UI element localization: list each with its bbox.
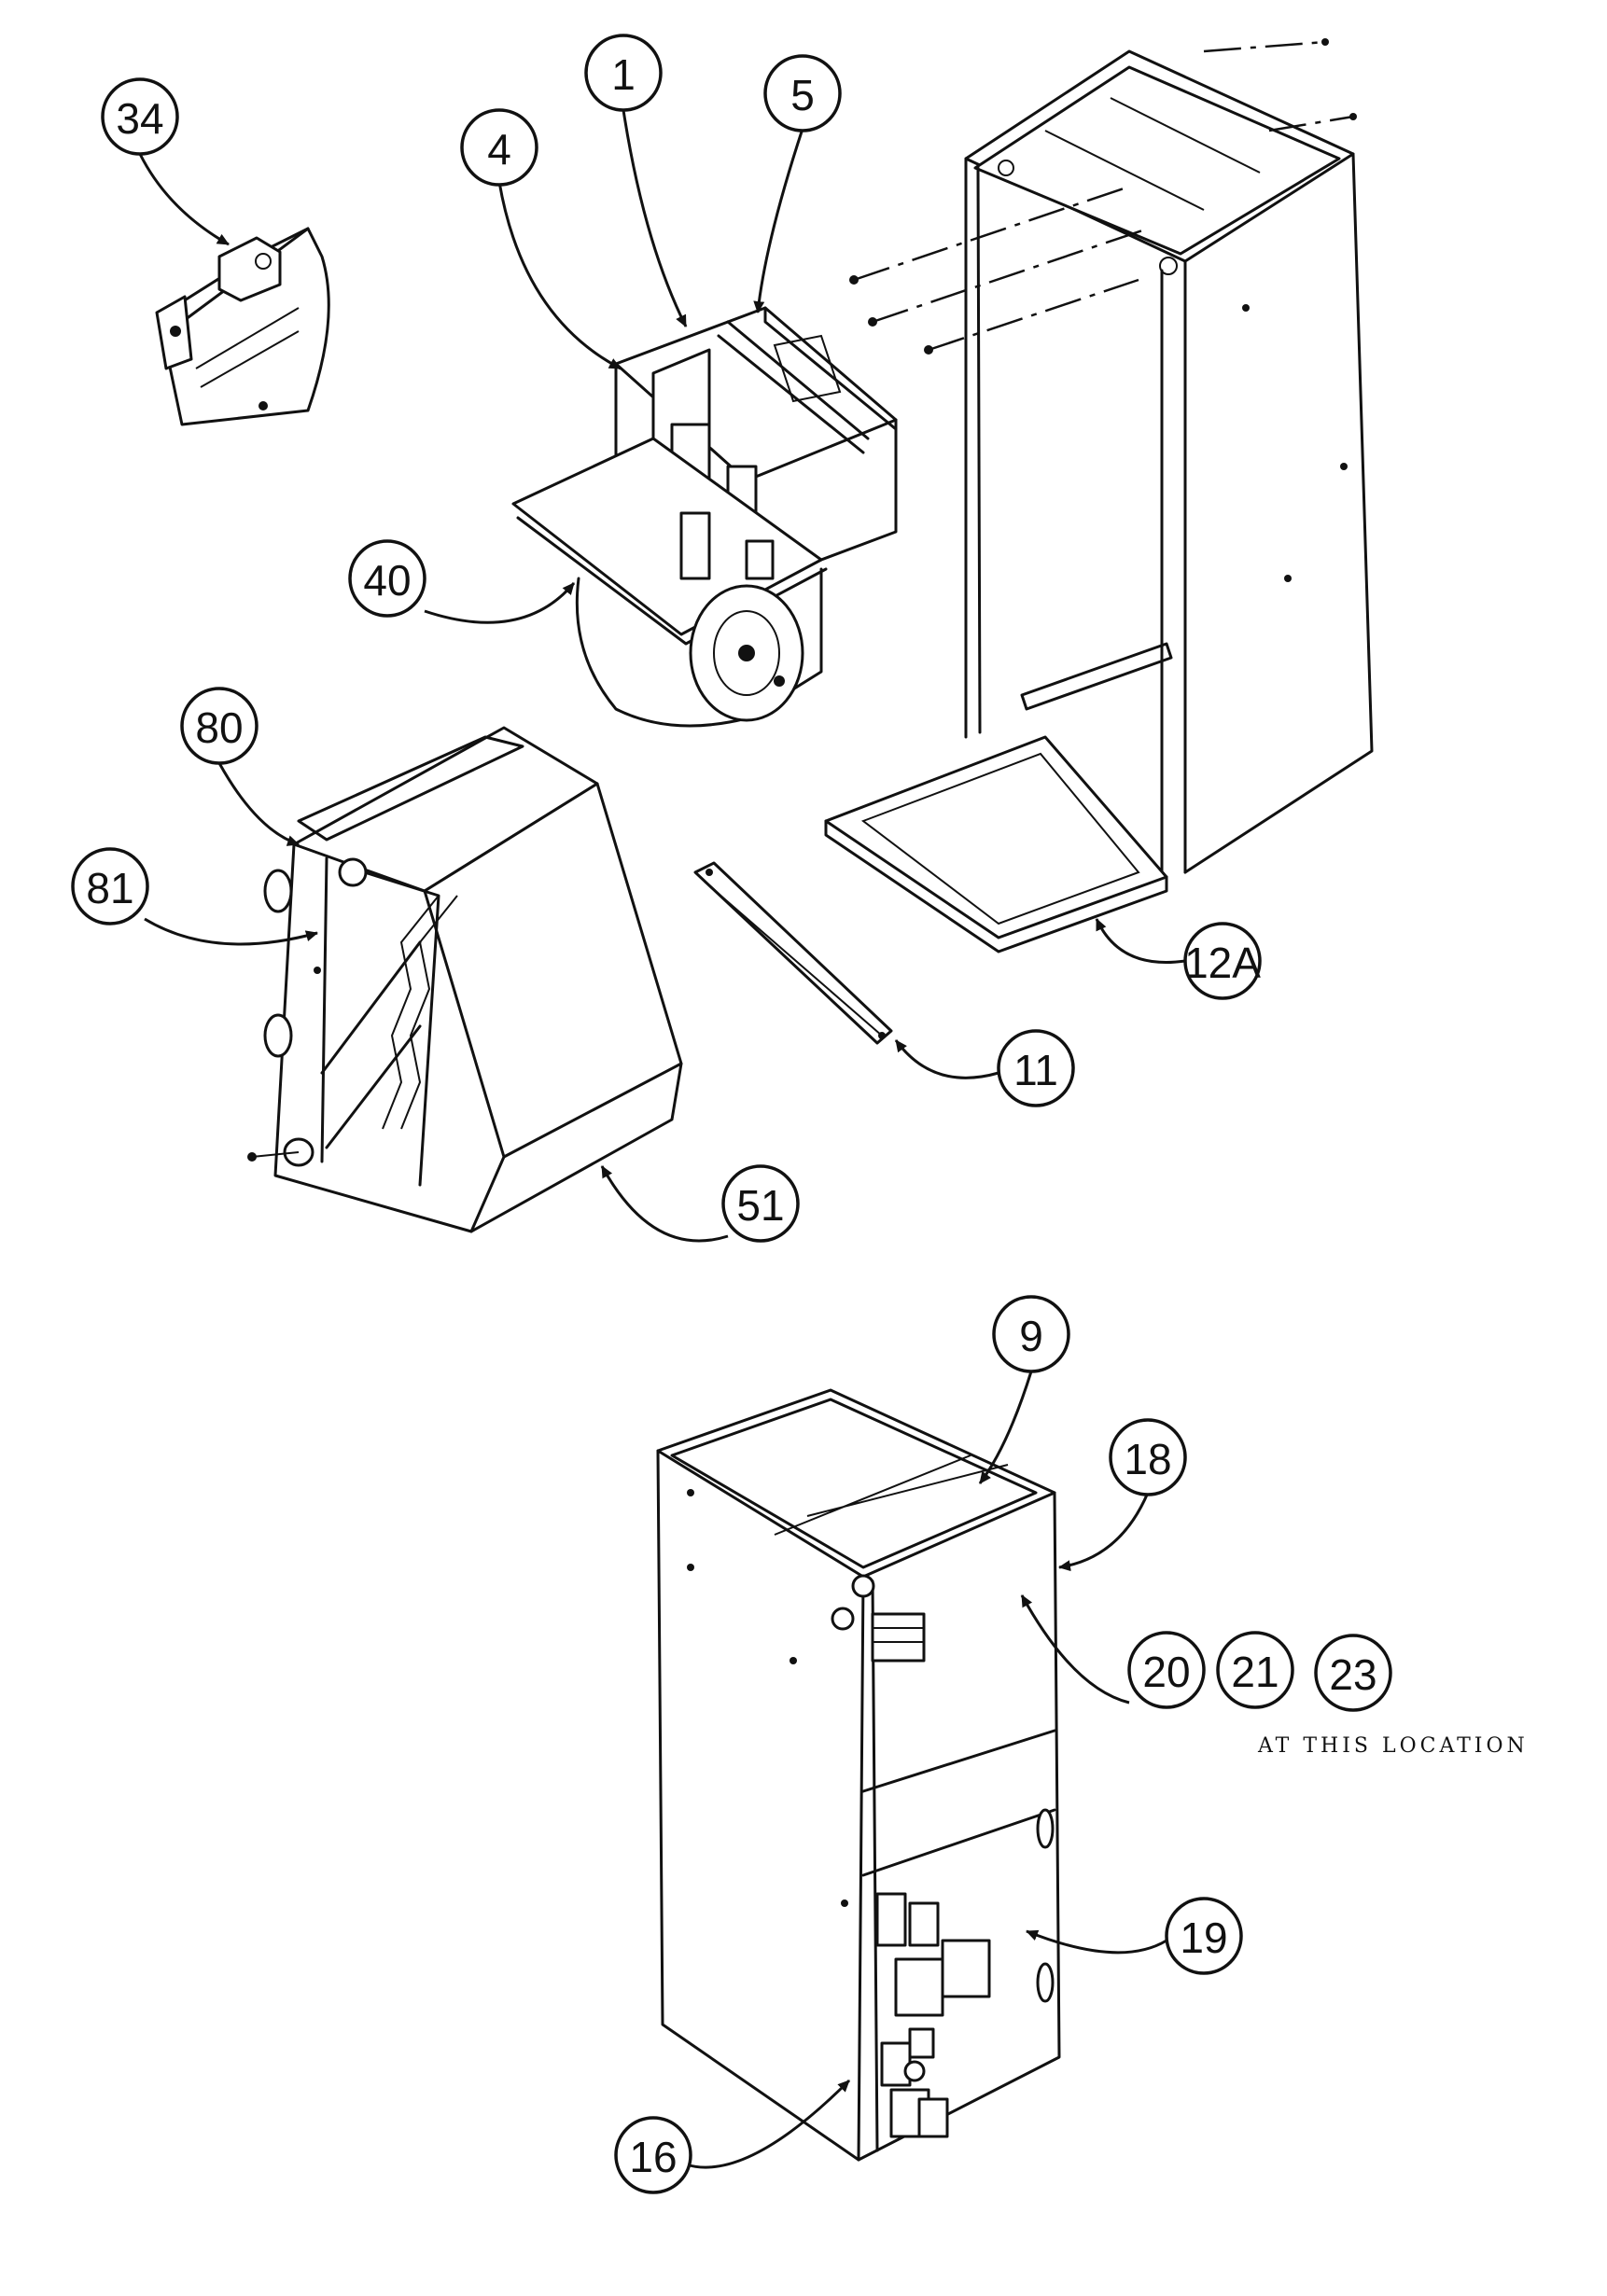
svg-text:80: 80 xyxy=(195,703,243,752)
callout-80: 80 xyxy=(180,687,259,765)
callout-1: 1 xyxy=(584,34,663,112)
svg-text:11: 11 xyxy=(1013,1046,1058,1094)
callout-4: 4 xyxy=(460,108,538,187)
rail-part-11 xyxy=(693,861,893,1045)
svg-text:40: 40 xyxy=(363,556,411,605)
base-panel-12a xyxy=(824,735,1168,953)
callout-34: 34 xyxy=(101,77,179,156)
bracket-part-34 xyxy=(155,227,330,426)
screw-alignment-lines xyxy=(849,38,1357,355)
svg-text:1: 1 xyxy=(611,50,636,99)
callout-12a: 12A xyxy=(1183,922,1262,1000)
callout-51: 51 xyxy=(721,1164,800,1243)
svg-text:81: 81 xyxy=(86,864,133,912)
callout-19: 19 xyxy=(1165,1897,1243,1975)
blower-part-40 xyxy=(511,437,828,728)
callout-20: 20 xyxy=(1127,1631,1206,1709)
leader-lines xyxy=(138,109,1186,2169)
coil-part-51 xyxy=(247,726,683,1233)
svg-text:20: 20 xyxy=(1142,1648,1190,1696)
svg-text:21: 21 xyxy=(1231,1648,1279,1696)
callout-21: 21 xyxy=(1216,1631,1294,1709)
svg-text:12A: 12A xyxy=(1184,939,1261,987)
assembled-unit xyxy=(656,1388,1061,2162)
svg-text:5: 5 xyxy=(790,71,815,119)
svg-text:23: 23 xyxy=(1329,1650,1376,1699)
svg-text:9: 9 xyxy=(1019,1312,1043,1360)
callout-16: 16 xyxy=(614,2116,692,2194)
callout-81: 81 xyxy=(71,847,149,925)
svg-text:34: 34 xyxy=(116,94,163,143)
callout-18: 18 xyxy=(1109,1418,1187,1496)
callout-40: 40 xyxy=(348,539,426,618)
callout-23: 23 xyxy=(1314,1634,1392,1712)
svg-text:51: 51 xyxy=(736,1181,784,1230)
location-note: AT THIS LOCATION xyxy=(1257,1734,1529,1758)
svg-text:16: 16 xyxy=(629,2133,677,2181)
callout-11: 11 xyxy=(997,1029,1075,1107)
callout-9: 9 xyxy=(992,1295,1070,1373)
svg-text:18: 18 xyxy=(1124,1435,1171,1483)
cabinet-part-12a xyxy=(964,49,1374,879)
svg-text:19: 19 xyxy=(1180,1913,1227,1962)
callout-5: 5 xyxy=(763,54,842,132)
svg-text:4: 4 xyxy=(487,125,511,174)
